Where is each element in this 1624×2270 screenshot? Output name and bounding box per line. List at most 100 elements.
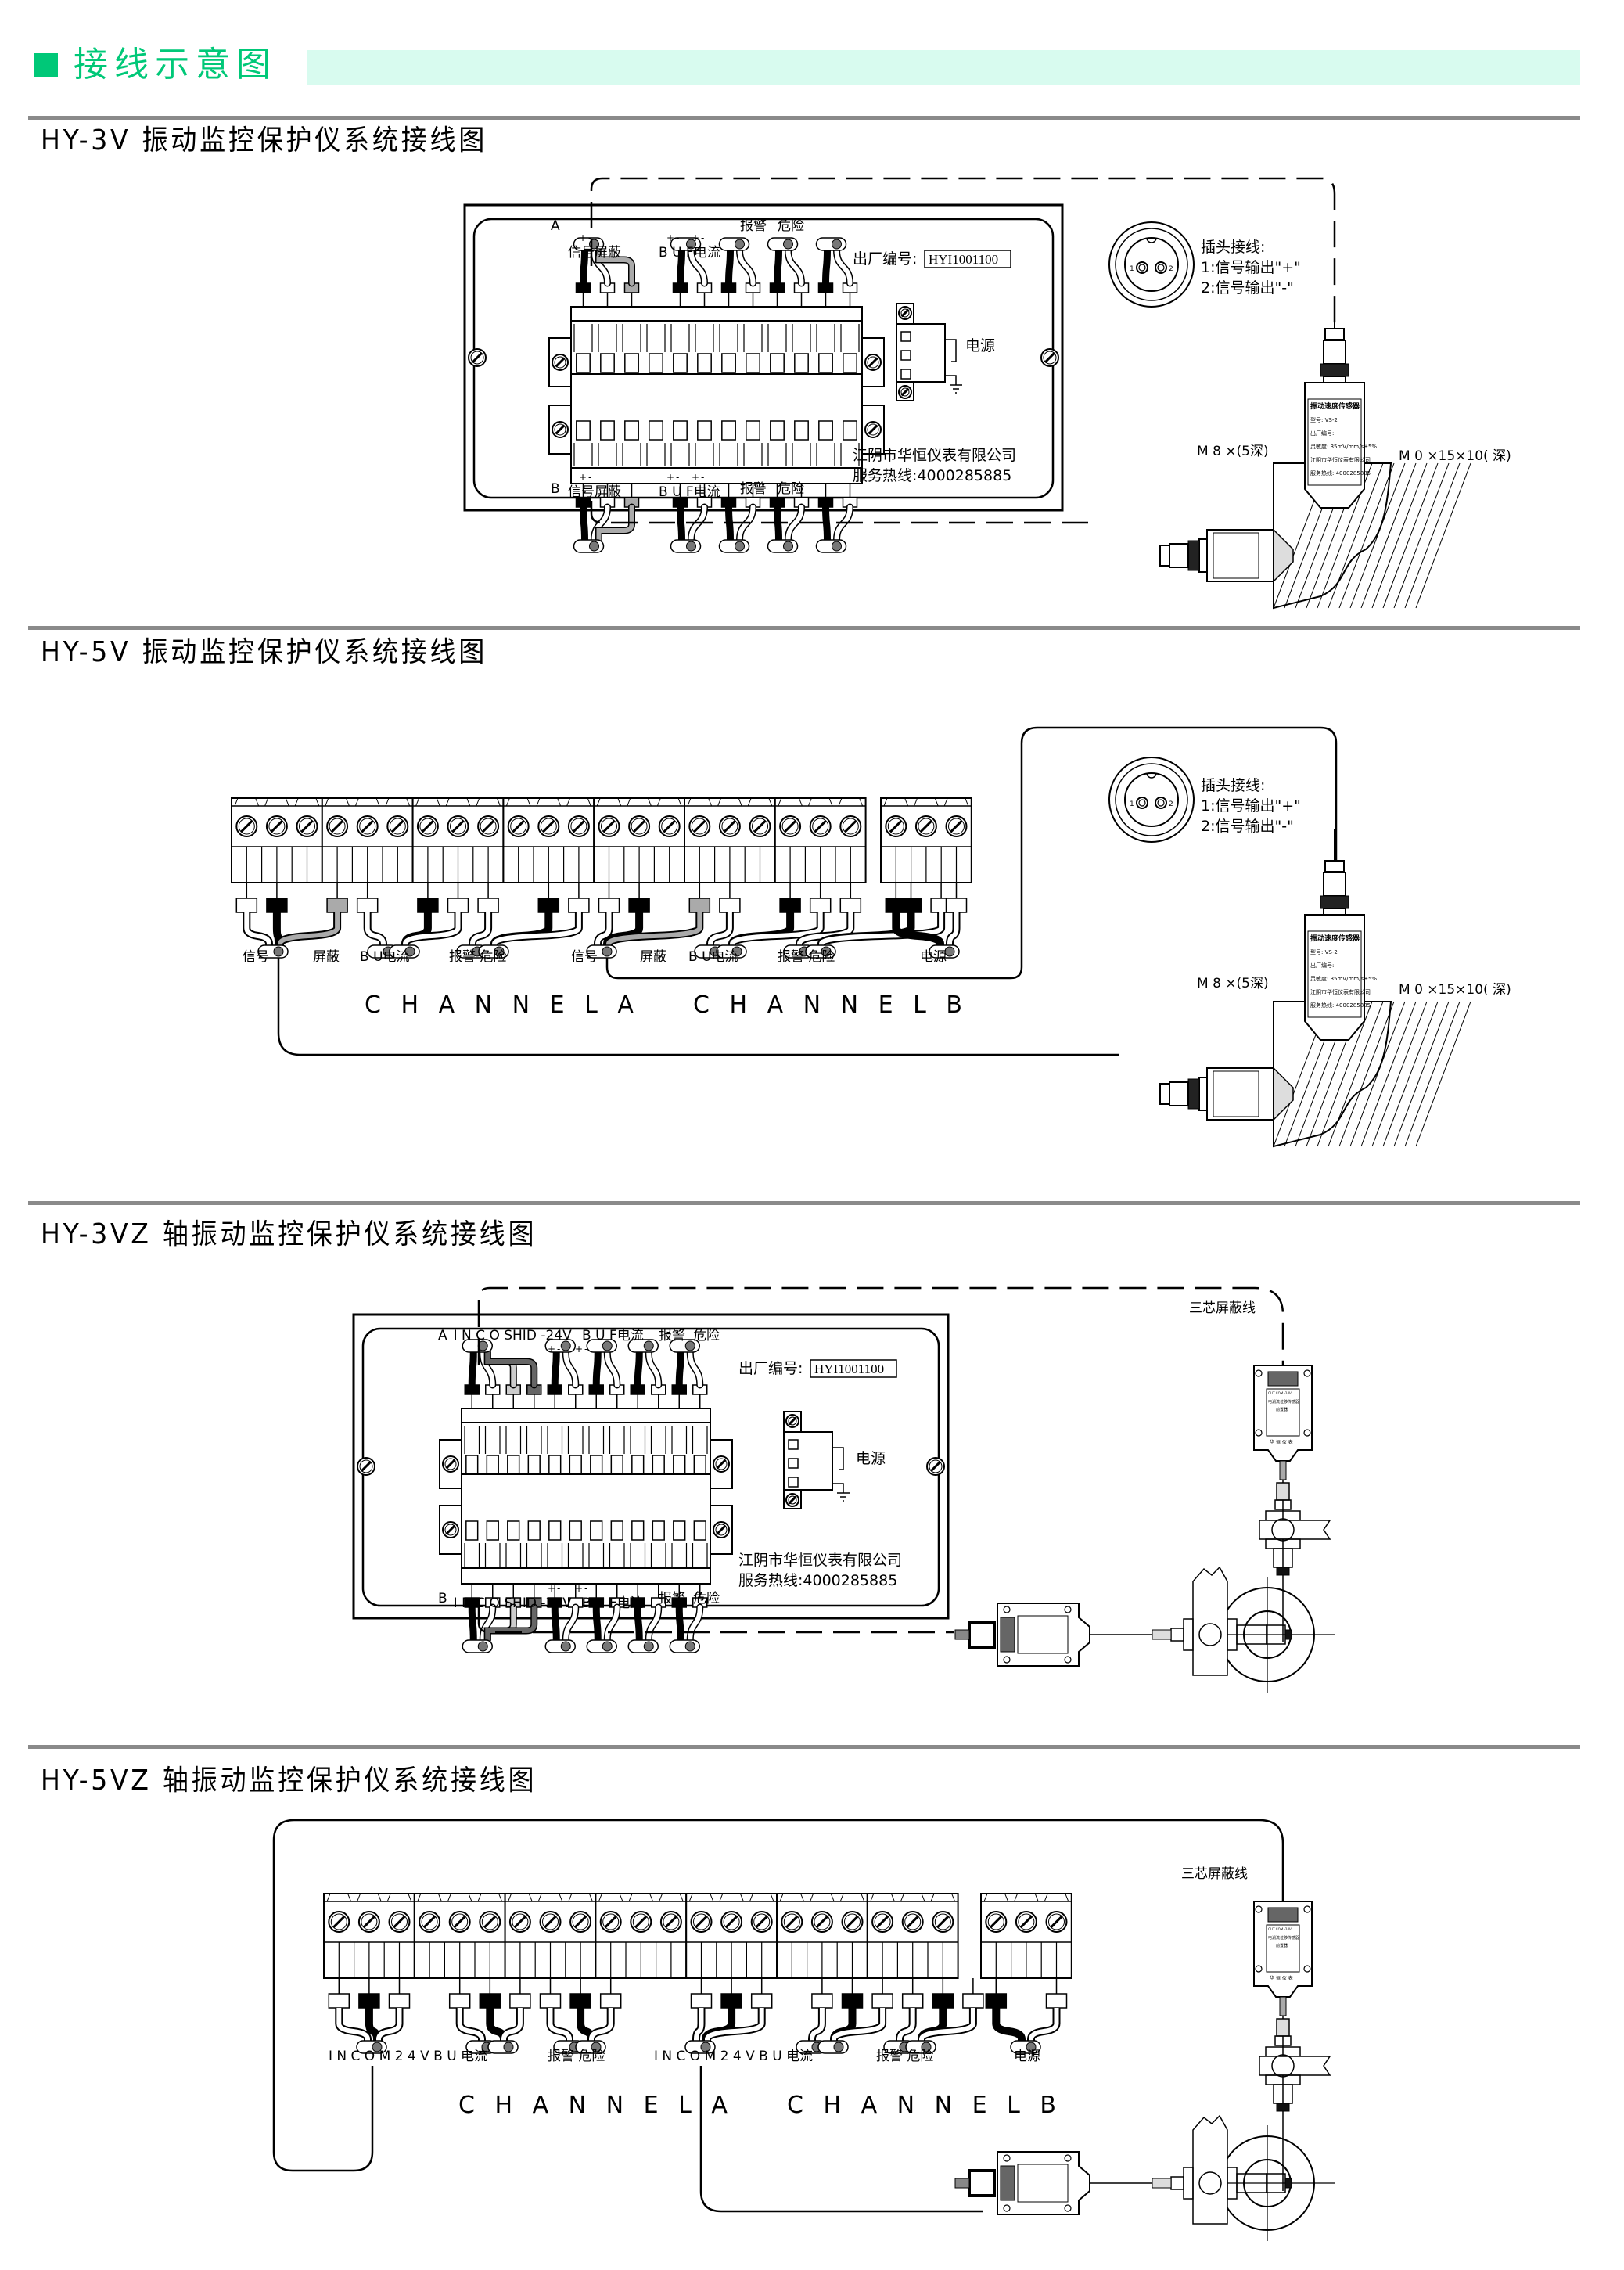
preamp-terminals: [1267, 1907, 1299, 1923]
wire-core: [993, 2008, 1024, 2041]
plus-sign: +: [579, 472, 587, 483]
panel-outer-frame: [352, 1313, 950, 1620]
label-shield-b: 屏蔽: [640, 949, 666, 965]
wire-core: [501, 2008, 523, 2041]
label-in-com-b: I N C O M 2 4 V B U 电流: [654, 2049, 813, 2064]
mounting-bracket: [1259, 2056, 1331, 2076]
wire-ferrule: [479, 1993, 501, 2009]
ground-icon: [945, 339, 962, 394]
minus-sign: -: [701, 232, 704, 243]
wire-ferrule: [448, 1993, 471, 2009]
label-in-com-a: I N C O M 2 4 V B U 电流: [329, 2049, 487, 2064]
minus-sign: -: [557, 1583, 560, 1594]
sensor-label-text: 服务热线: 4000285885: [1310, 1002, 1371, 1009]
label-alarm-danger-b: 报警 危险: [778, 949, 835, 965]
terminal-slot: [673, 353, 688, 373]
plus-sign: +: [548, 1583, 555, 1594]
label-alarm-danger-a: 报警 危险: [449, 949, 506, 965]
terminal-slot: [652, 1520, 665, 1541]
header-square-icon: [34, 53, 58, 77]
label-in-com-bottom: I N C O SHID -24V: [454, 1595, 572, 1611]
minus-sign: -: [676, 472, 679, 483]
wire-core: [688, 1605, 702, 1642]
label-alarm-bottom: 报警: [659, 1591, 685, 1606]
mount-hole-icon: [1003, 2204, 1011, 2212]
plug-wiring-title: 插头接线:: [1201, 777, 1265, 794]
mount-hole-icon: [1064, 1606, 1072, 1613]
wire-ferrule: [358, 1993, 380, 2009]
top-label-row: A 信号屏蔽 B U F电流 报警 危险: [551, 218, 804, 261]
mount-hole-label: M 0 ×15×10( 深): [1399, 982, 1511, 998]
wire-core: [705, 2008, 764, 2041]
plug-connector-icon: [1108, 757, 1195, 843]
cable-gland: [954, 2178, 970, 2189]
wire-core: [580, 505, 587, 542]
terminal-slot: [576, 420, 591, 441]
label-bu-current-a: B U电流: [360, 949, 410, 965]
preamp-terminals: [1267, 1371, 1299, 1387]
sensor-nameplate: [1213, 532, 1259, 579]
label-alarm-top: 报警: [659, 1328, 685, 1344]
sensor-label-text: 振动速度传感器: [1310, 401, 1360, 411]
wire-core: [774, 248, 781, 286]
wire-core: [646, 1350, 661, 1387]
signal-cable-b: [699, 2066, 983, 2213]
divider: [28, 1201, 1580, 1205]
signal-cable-b: [605, 726, 1338, 980]
wire-core: [785, 248, 804, 286]
preamp-label: [1017, 2164, 1069, 2203]
terminal-slot: [673, 420, 688, 441]
wire-core: [635, 1605, 642, 1642]
signal-cable-dashed: [477, 1286, 1284, 1365]
mount-hole-icon: [1303, 1429, 1311, 1437]
wire-ferrule: [539, 1993, 562, 2009]
mount-hole-icon: [1064, 2154, 1072, 2162]
bottom-label-row: B I N C O SHID -24V B U F电流 报警 危险: [438, 1591, 720, 1611]
channel-b-label: C H A N N E L B: [693, 991, 968, 1019]
mount-thread-label: M 8 ×(5深): [1197, 444, 1269, 459]
mount-hole-label: M 0 ×15×10( 深): [1399, 448, 1511, 464]
wire-core: [365, 912, 386, 945]
channel-label-row: C H A N N E L A C H A N N E L B: [365, 991, 968, 1019]
terminal-slot: [818, 353, 833, 373]
divider: [28, 626, 1580, 630]
terminal-connector: [461, 1473, 711, 1585]
plug-pin2-desc: 2:信号输出"-": [1201, 818, 1294, 835]
wire-core: [832, 2008, 886, 2041]
plug-pin1-desc: 1:信号输出"+": [1201, 259, 1301, 276]
mount-hole-icon: [1255, 1429, 1263, 1437]
terminal-slot: [673, 1520, 686, 1541]
preamp-label: [1017, 1615, 1069, 1654]
wire-core: [677, 505, 684, 542]
terminal-slot: [770, 353, 785, 373]
wire-core: [677, 248, 684, 286]
header-title: 接线示意图: [74, 45, 277, 85]
plus-sign: +: [548, 1344, 555, 1354]
wire-core: [730, 912, 823, 945]
signal-cable-dashed: [590, 177, 1336, 329]
terminal-slot: [548, 1520, 562, 1541]
pin-2-label: 2: [1169, 265, 1173, 273]
serial-value: HYI1001100: [929, 252, 998, 267]
label-bu-current-b: B U电流: [688, 949, 738, 965]
terminal-slot: [794, 353, 809, 373]
label-signal-b: 信号: [571, 949, 598, 965]
service-hotline: 服务热线:4000285885: [738, 1572, 897, 1589]
service-hotline: 服务热线:4000285885: [853, 467, 1011, 484]
preamp-label: [1266, 1388, 1300, 1437]
terminal-slot: [843, 353, 857, 373]
probe-tip: [1284, 1629, 1292, 1640]
preamp-terminals: [1000, 1617, 1015, 1653]
wire-core: [480, 1350, 495, 1387]
plus-sign: +: [666, 232, 674, 243]
signal-cable-a: [272, 1819, 1284, 2172]
mounting-bracket: [1192, 2114, 1228, 2225]
plug-pin1-desc: 1:信号输出"+": [1201, 797, 1301, 815]
wire-core: [726, 248, 733, 286]
terminal-slot: [600, 420, 615, 441]
label-danger-top: 危险: [693, 1328, 720, 1344]
wire-core: [635, 1350, 642, 1387]
